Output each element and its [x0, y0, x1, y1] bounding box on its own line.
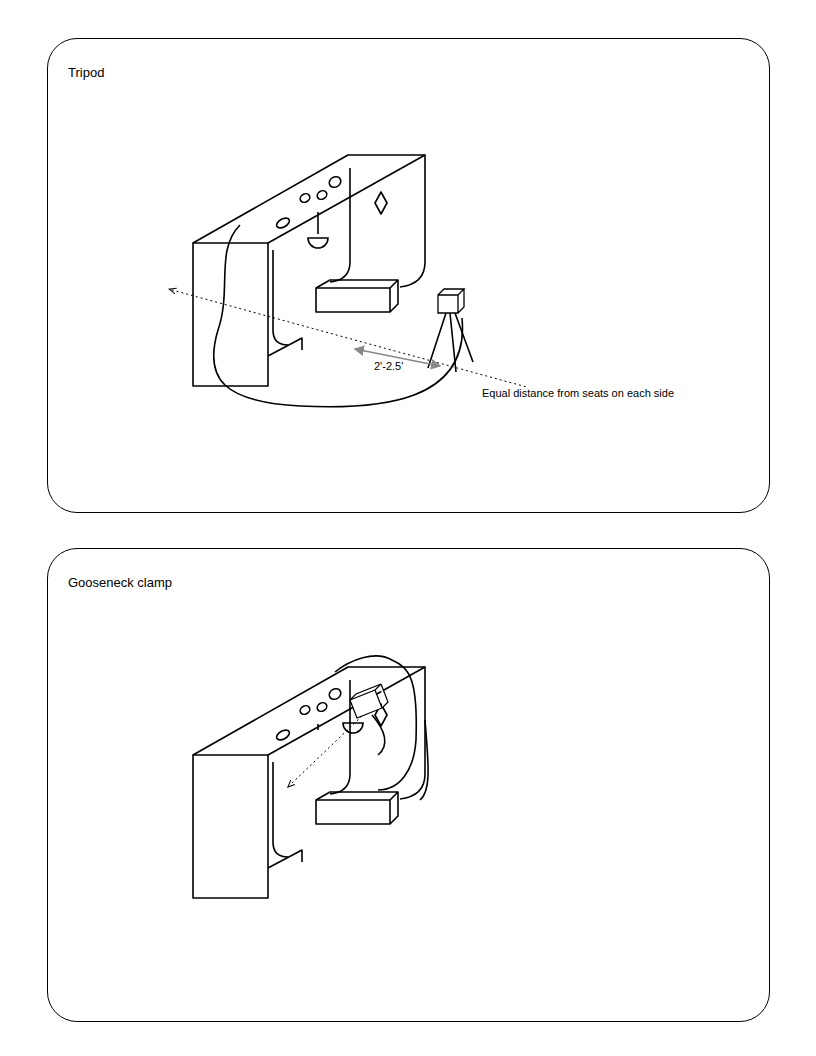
panel-box: Gooseneck clamp: [47, 548, 770, 1022]
dimension-label: 2'-2.5': [372, 360, 405, 372]
panel-box: Tripod: [47, 38, 770, 513]
panel-title: Tripod: [68, 65, 104, 80]
panel-title: Gooseneck clamp: [68, 575, 172, 590]
note-label: Equal distance from seats on each side: [480, 387, 676, 399]
